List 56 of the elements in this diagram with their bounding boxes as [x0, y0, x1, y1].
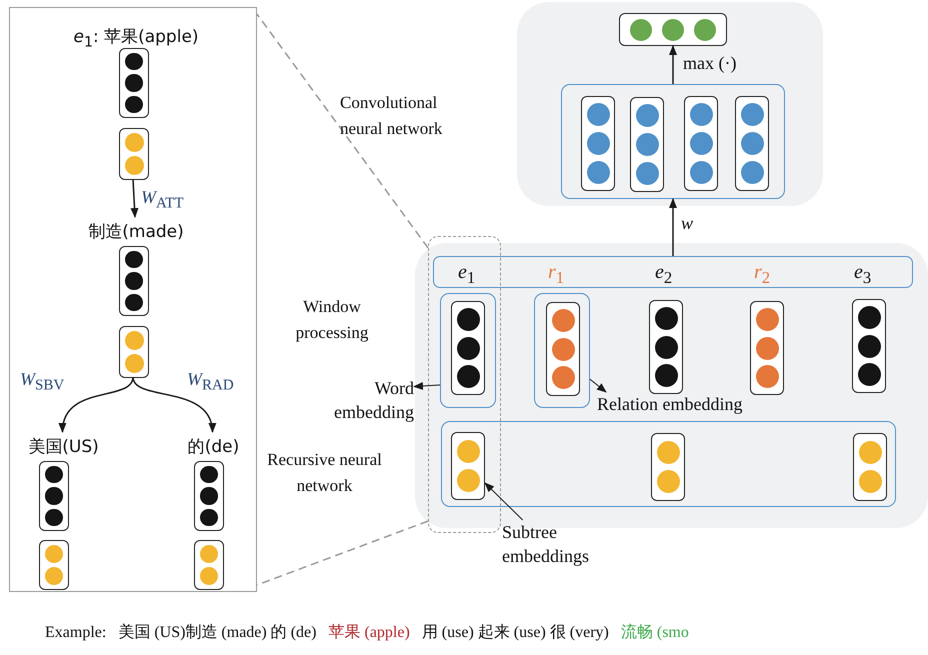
embedding-vector	[39, 540, 69, 590]
embedding-vector	[546, 302, 580, 396]
entity-label: e$_{1}$	[458, 260, 476, 289]
embedding-vector	[684, 96, 718, 191]
section-label: Convolutional neural network	[340, 92, 444, 140]
embedding-vector	[852, 299, 886, 393]
section-label: Window processing	[294, 296, 370, 344]
embedding-vector	[451, 301, 485, 395]
leader-arrow	[590, 378, 607, 393]
example-text: 美国 (US)制造 (made) 的 (de)	[118, 622, 316, 643]
arrow	[130, 178, 139, 218]
embedding-vector	[119, 48, 149, 118]
annotation-text: Subtree embeddings	[502, 520, 617, 570]
example-text: 流畅 (smo	[620, 622, 689, 643]
embedding-vector	[750, 301, 784, 395]
arrow	[60, 376, 134, 433]
zoom-guide-line	[256, 520, 428, 586]
embedding-vector	[735, 96, 769, 191]
embedding-group-box	[534, 293, 590, 408]
embedding-vector	[619, 13, 727, 46]
embedding-vector	[630, 97, 664, 192]
embedding-vector	[651, 433, 685, 501]
embedding-group-box	[561, 84, 785, 199]
section-label: Recursive neural network	[266, 449, 383, 497]
word-label: 美国(US)	[16, 433, 111, 461]
example-text: Example:	[45, 623, 106, 643]
embedding-vector	[194, 540, 224, 590]
embedding-vector	[119, 326, 149, 378]
example-text: 苹果 (apple)	[328, 623, 410, 643]
relation-label: r$_{1}$	[548, 260, 564, 289]
zoom-panel	[9, 7, 257, 592]
zoom-guide-line	[256, 14, 429, 248]
word-label: 制造(made)	[61, 218, 211, 246]
arrow	[669, 198, 677, 256]
embedding-vector	[194, 461, 224, 531]
embedding-vector	[119, 246, 149, 316]
word-label: e$_{1}$: 苹果(apple)	[31, 23, 241, 51]
arrow	[669, 45, 677, 84]
arrow	[132, 376, 216, 433]
leader-arrow	[413, 382, 440, 390]
annotation-text: Relation embedding	[597, 392, 777, 418]
embedding-vector	[649, 300, 683, 394]
annotation-text: Word embedding	[316, 376, 414, 424]
embedding-vector	[581, 96, 615, 191]
cnn-panel	[517, 2, 823, 206]
entity-label: e$_{2}$	[655, 260, 672, 289]
example-text: 用 (use) 起来 (use) 很 (very)	[422, 622, 609, 643]
embedding-vector	[119, 128, 149, 180]
embedding-vector	[451, 432, 485, 500]
leader-arrow	[484, 482, 524, 520]
word-label: 的(de)	[171, 433, 256, 461]
embedding-vector	[39, 461, 69, 531]
entity-label: e$_{3}$	[854, 260, 872, 289]
embedding-vector	[853, 433, 887, 501]
sequence-box	[433, 256, 913, 288]
relation-label: r$_{2}$	[754, 260, 770, 289]
